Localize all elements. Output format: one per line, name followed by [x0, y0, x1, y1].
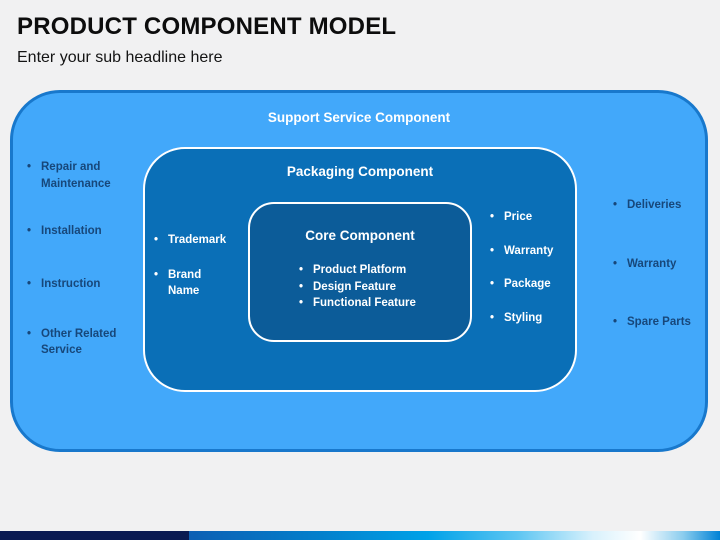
support-service-right-list: Deliveries Warranty Spare Parts — [613, 197, 708, 331]
packaging-component-label: Packaging Component — [286, 164, 434, 179]
core-component-box: Core Component Product Platform Design F… — [248, 202, 472, 342]
list-item: Installation — [27, 223, 135, 240]
page-title: PRODUCT COMPONENT MODEL — [17, 13, 397, 40]
footer-navy-segment — [0, 531, 189, 540]
list-item: Warranty — [613, 256, 708, 273]
list-item: Instruction — [27, 276, 135, 293]
footer-accent-bar — [0, 531, 720, 540]
list-item: Repair and Maintenance — [27, 159, 135, 192]
list-item: Styling — [490, 310, 570, 327]
core-component-label: Core Component — [305, 228, 415, 243]
list-item: Warranty — [490, 243, 570, 260]
support-service-component-label: Support Service Component — [267, 110, 451, 125]
core-item-list: Product Platform Design Feature Function… — [299, 262, 469, 312]
list-item: Spare Parts — [613, 314, 708, 331]
list-item: Deliveries — [613, 197, 708, 214]
list-item: Brand Name — [154, 267, 232, 300]
list-item: Trademark — [154, 232, 232, 249]
list-item: Product Platform — [299, 262, 469, 279]
support-service-left-list: Repair and Maintenance Installation Inst… — [27, 159, 135, 359]
footer-gradient-segment — [189, 531, 720, 540]
list-item: Package — [490, 276, 570, 293]
list-item: Price — [490, 209, 570, 226]
packaging-right-list: Price Warranty Package Styling — [490, 209, 570, 327]
page-subtitle: Enter your sub headline here — [17, 49, 223, 66]
list-item: Functional Feature — [299, 295, 469, 312]
list-item: Other Related Service — [27, 326, 135, 359]
list-item: Design Feature — [299, 279, 469, 296]
packaging-left-list: Trademark Brand Name — [154, 232, 232, 300]
